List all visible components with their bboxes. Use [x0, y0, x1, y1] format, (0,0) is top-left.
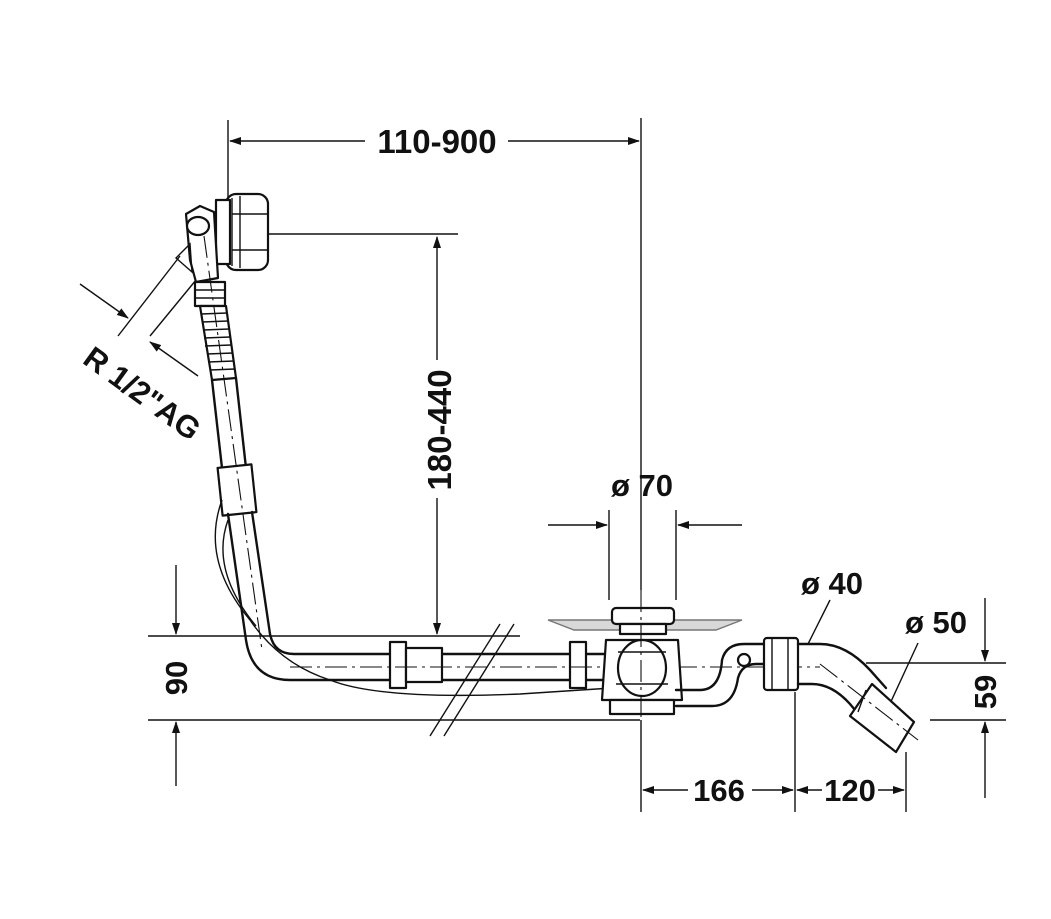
outlet-assembly	[674, 636, 919, 754]
label-diameter-50: ø 50	[905, 605, 967, 640]
tube-coupling	[216, 463, 258, 517]
drain-plug	[610, 606, 676, 626]
outlet-sleeve	[848, 682, 916, 754]
break-line-1	[429, 623, 501, 737]
dimension-outlet-diameters: ø 40 ø 50	[801, 566, 967, 709]
label-59: 59	[968, 675, 1003, 709]
label-diameter-70: ø 70	[611, 468, 673, 503]
main-pipe	[214, 499, 820, 737]
thread-nut	[193, 280, 227, 308]
leader-50	[887, 642, 919, 709]
drain-body	[547, 590, 743, 720]
bend-upper	[796, 642, 888, 690]
dimension-drain-diameter: ø 70	[548, 468, 742, 600]
outlet-lower	[674, 662, 766, 708]
dimension-height-59: 59	[866, 598, 1006, 798]
outlet-nut	[762, 636, 800, 692]
label-diameter-40: ø 40	[801, 566, 863, 601]
dimension-height-90: 90	[148, 565, 640, 786]
pipe-sleeve-1	[404, 646, 444, 684]
pipe-inner	[250, 510, 612, 656]
label-166: 166	[693, 773, 745, 808]
overflow-flange	[214, 198, 232, 266]
dimension-overall-length: 110-900	[227, 118, 642, 590]
thread-extension-1	[117, 255, 181, 337]
outlet-joint	[736, 652, 752, 668]
tube-centerline	[203, 235, 263, 651]
overflow-tube	[193, 235, 263, 651]
bend-lower	[796, 682, 862, 718]
thread-arrow-1	[79, 283, 129, 319]
label-180-440: 180-440	[421, 369, 458, 490]
dimension-overflow-height: 180-440	[258, 233, 458, 635]
bowden-cable	[214, 499, 613, 697]
outlet-centerline	[819, 663, 919, 741]
outlet-upper	[674, 642, 766, 692]
thread-arrow-2	[149, 341, 199, 377]
pipe-nut-1	[388, 640, 408, 690]
dimension-offsets: 166 120	[640, 692, 907, 812]
pipe-outer	[226, 512, 612, 682]
label-110-900: 110-900	[377, 123, 496, 160]
label-90: 90	[159, 661, 194, 695]
overflow-port	[185, 215, 211, 237]
drain-flange	[618, 622, 668, 636]
leader-40	[807, 599, 831, 645]
break-line-2	[443, 623, 515, 737]
dimension-thread: R 1/2"AG	[77, 255, 207, 448]
label-thread: R 1/2"AG	[77, 340, 207, 448]
thread-extension-2	[149, 279, 197, 337]
drain-ring	[616, 638, 668, 698]
drain-nut	[608, 698, 676, 716]
label-120: 120	[824, 773, 876, 808]
overflow-head	[174, 192, 270, 284]
pipe-nut-2	[568, 640, 588, 690]
